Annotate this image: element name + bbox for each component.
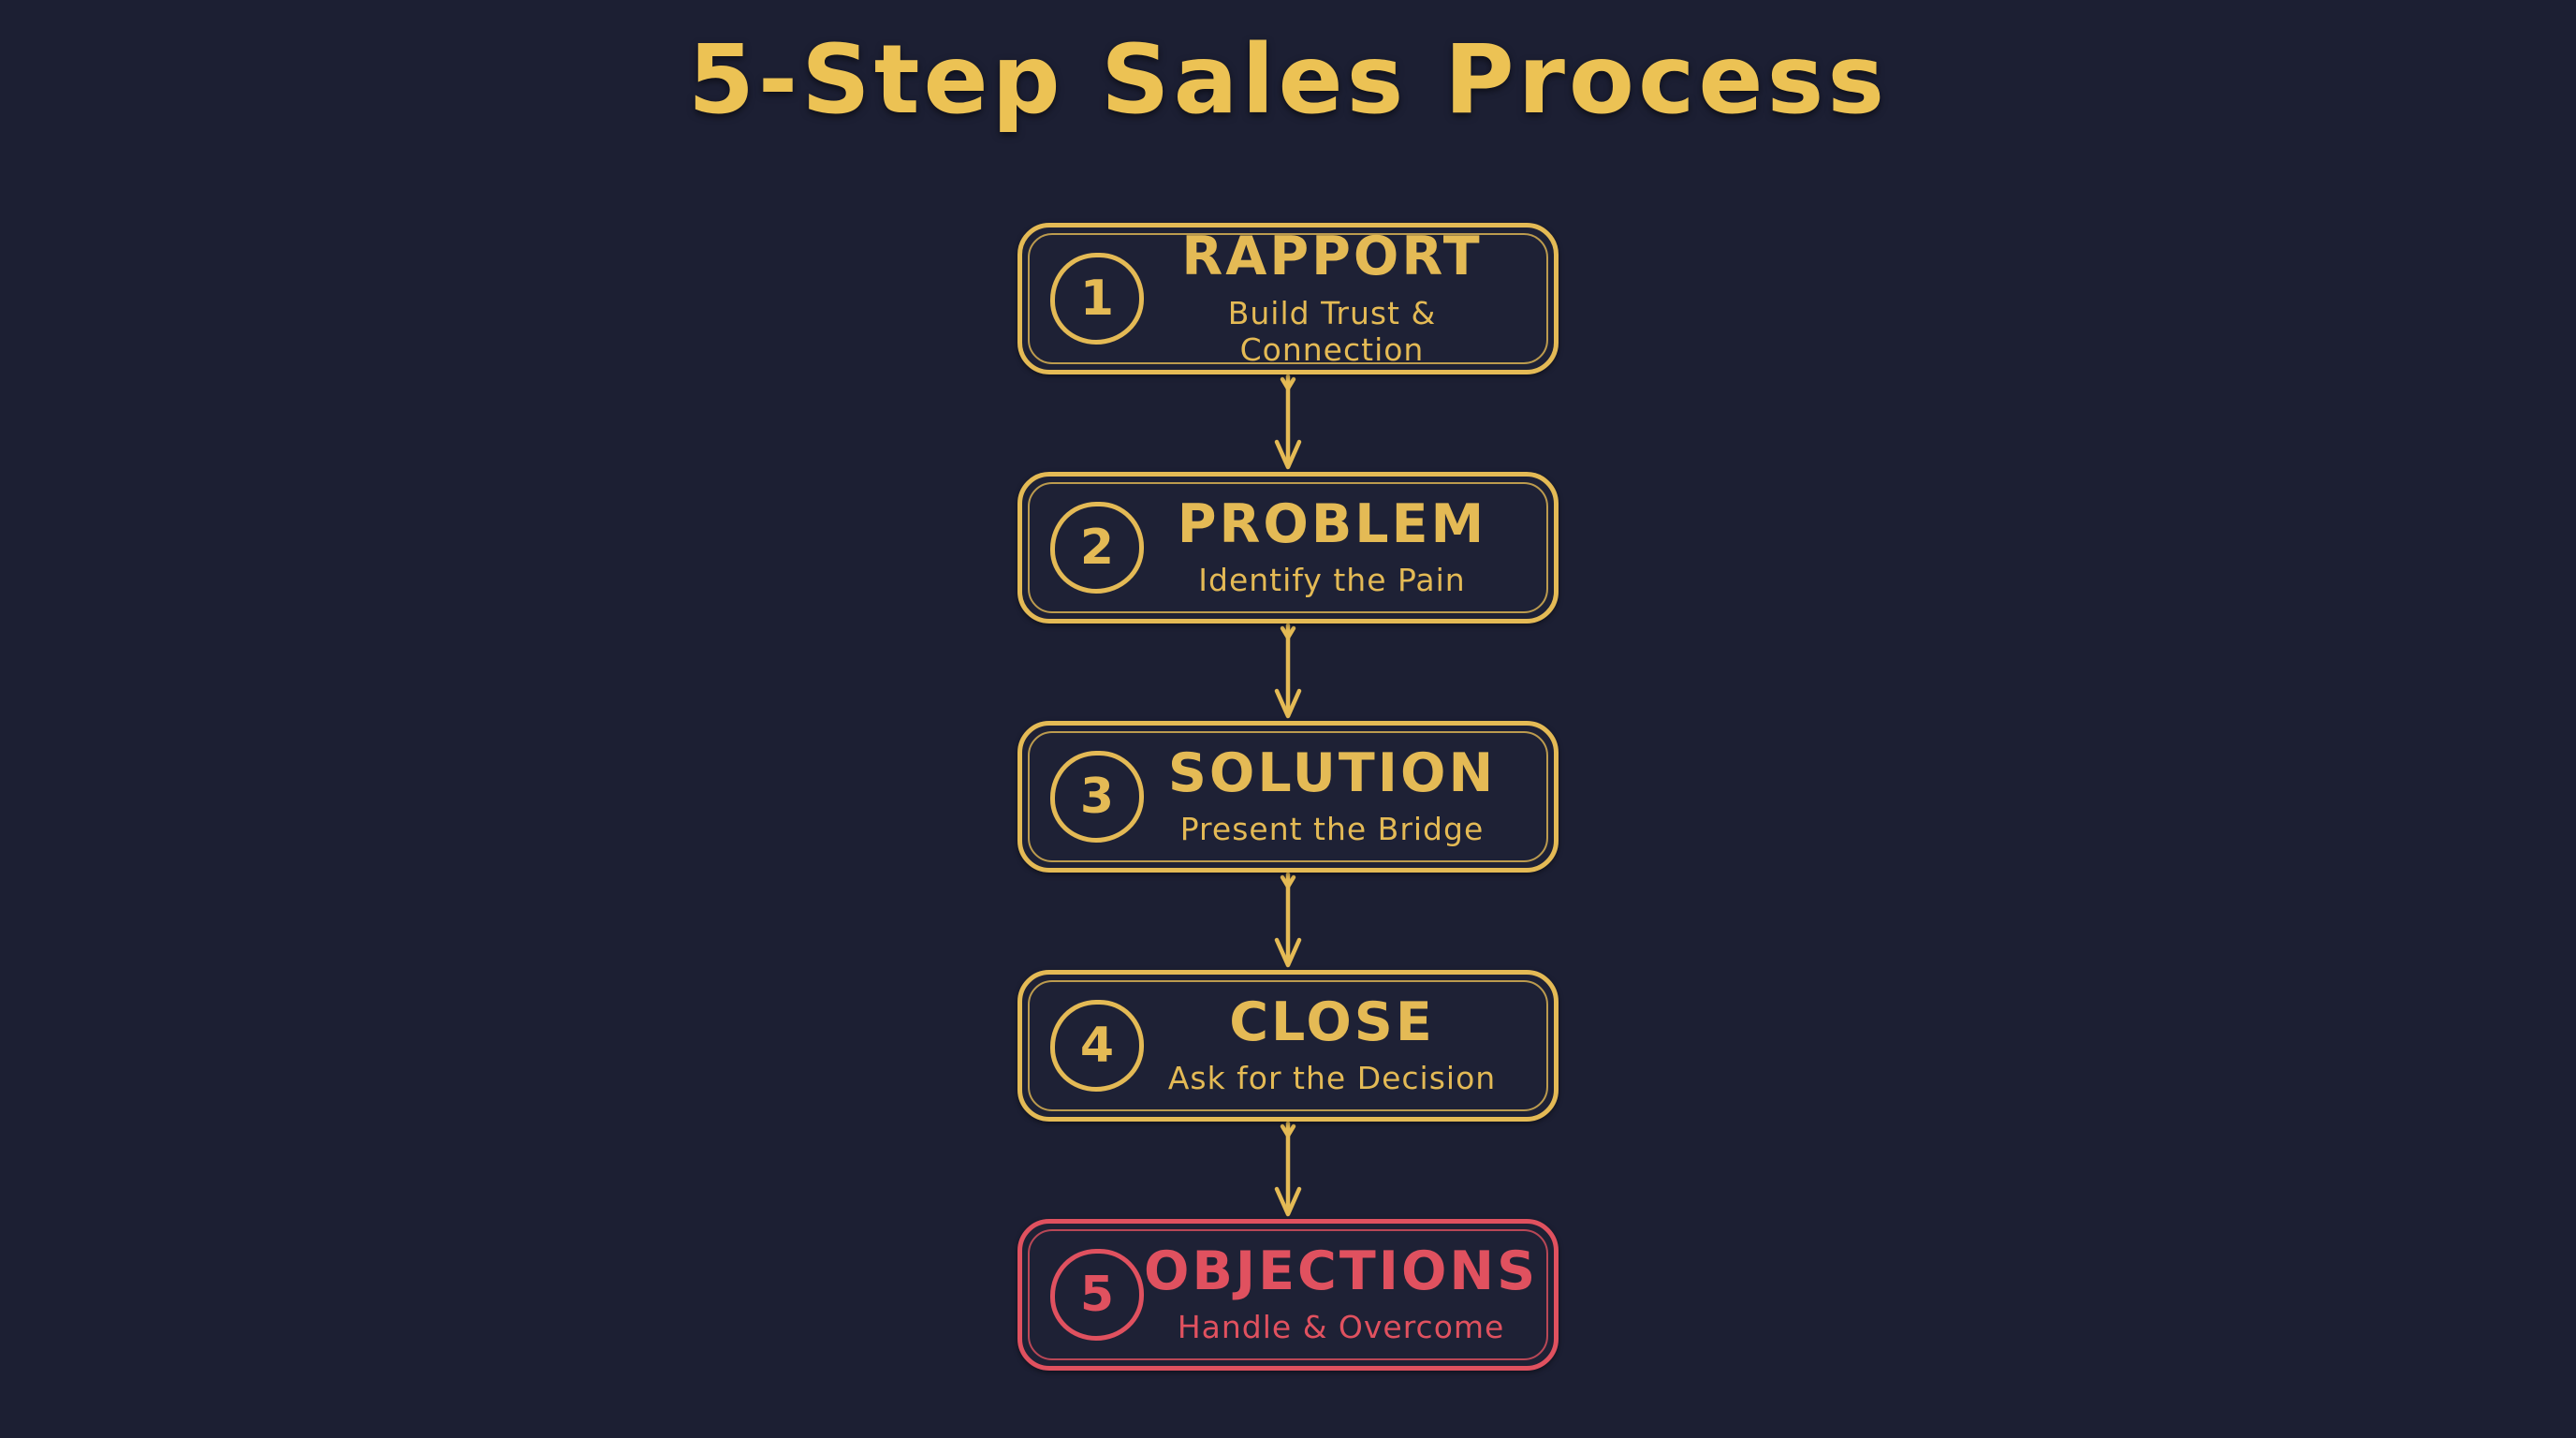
step-box-close: 4 CLOSE Ask for the Decision [1017,970,1559,1122]
step-title: CLOSE [1229,990,1435,1053]
step-title: SOLUTION [1167,741,1497,804]
step-number-badge: 2 [1050,502,1144,594]
page-title: 5-Step Sales Process [687,24,1889,136]
arrow-down-icon [1274,873,1302,968]
step-text: CLOSE Ask for the Decision [1144,990,1554,1097]
step-box-rapport: 1 RAPPORT Build Trust & Connection [1017,223,1559,374]
step-box-problem: 2 PROBLEM Identify the Pain [1017,472,1559,624]
step-subtitle: Identify the Pain [1198,562,1466,599]
step-box-solution: 3 SOLUTION Present the Bridge [1017,721,1559,873]
step-number-badge: 3 [1050,751,1144,843]
arrow-down-icon [1274,624,1302,719]
step-text: PROBLEM Identify the Pain [1144,492,1554,599]
step-text: RAPPORT Build Trust & Connection [1144,226,1554,368]
step-text: OBJECTIONS Handle & Overcome [1144,1240,1572,1346]
step-number-badge: 4 [1050,1000,1144,1092]
arrow-down-icon [1274,1122,1302,1217]
step-title: RAPPORT [1181,226,1483,288]
step-subtitle: Present the Bridge [1179,811,1485,848]
step-box-objections: 5 OBJECTIONS Handle & Overcome [1017,1219,1559,1371]
step-number-badge: 5 [1050,1249,1144,1341]
step-title: PROBLEM [1177,492,1487,555]
step-number-badge: 1 [1050,253,1144,345]
arrow-down-icon [1274,374,1302,470]
step-subtitle: Handle & Overcome [1177,1309,1505,1346]
step-text: SOLUTION Present the Bridge [1144,741,1554,848]
step-title: OBJECTIONS [1144,1240,1539,1302]
step-subtitle: Build Trust & Connection [1227,294,1437,368]
process-flow: 1 RAPPORT Build Trust & Connection 2 PRO… [1017,223,1559,1371]
step-subtitle: Ask for the Decision [1167,1060,1497,1097]
